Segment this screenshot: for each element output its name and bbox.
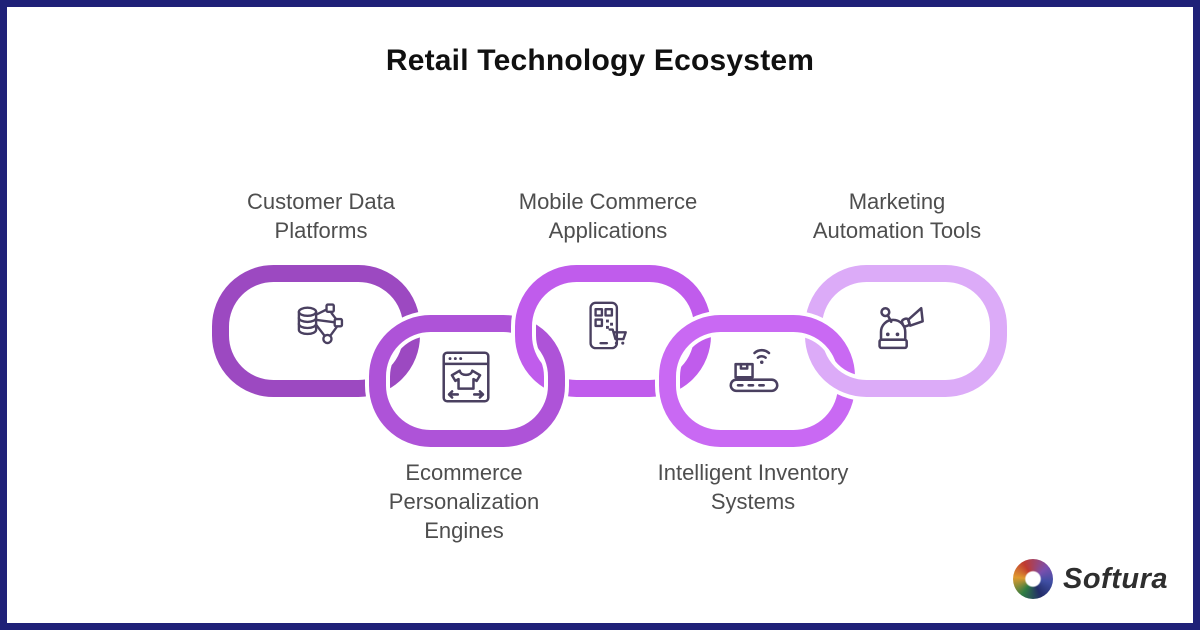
label-line: Applications xyxy=(548,218,668,243)
label-line: Personalization xyxy=(388,489,540,514)
softura-swirl-icon xyxy=(1013,559,1053,599)
softura-logo-text: Softura xyxy=(1063,562,1168,595)
label-line: Systems xyxy=(710,489,796,514)
label-line: Ecommerce xyxy=(405,460,523,485)
label-line: Engines xyxy=(424,518,504,543)
label-line: Automation Tools xyxy=(812,218,982,243)
label-line: Intelligent Inventory xyxy=(657,460,849,485)
smartphone-qr-cart-icon xyxy=(577,298,635,362)
robot-megaphone-icon xyxy=(865,299,929,361)
chain-links-graphic xyxy=(208,261,1011,451)
page-title: Retail Technology Ecosystem xyxy=(385,44,815,77)
label-line: Mobile Commerce xyxy=(518,189,698,214)
label-marketing-automation-tools: Marketing Automation Tools xyxy=(747,187,1047,245)
label-line: Customer Data xyxy=(247,189,395,214)
chain-weave-patch-2-over-3 xyxy=(527,357,569,419)
database-share-icon xyxy=(293,298,351,360)
softura-logo: Softura xyxy=(1013,559,1168,599)
label-intelligent-inventory-systems: Intelligent Inventory Systems xyxy=(603,458,903,516)
label-mobile-commerce-applications: Mobile Commerce Applications xyxy=(458,187,758,245)
label-line: Marketing xyxy=(848,189,946,214)
label-line: Platforms xyxy=(274,218,368,243)
label-ecommerce-personalization-engines: Ecommerce Personalization Engines xyxy=(314,458,614,545)
label-customer-data-platforms: Customer Data Platforms xyxy=(171,187,471,245)
browser-resize-tshirt-icon xyxy=(435,345,497,409)
conveyor-box-wifi-icon xyxy=(723,339,785,401)
